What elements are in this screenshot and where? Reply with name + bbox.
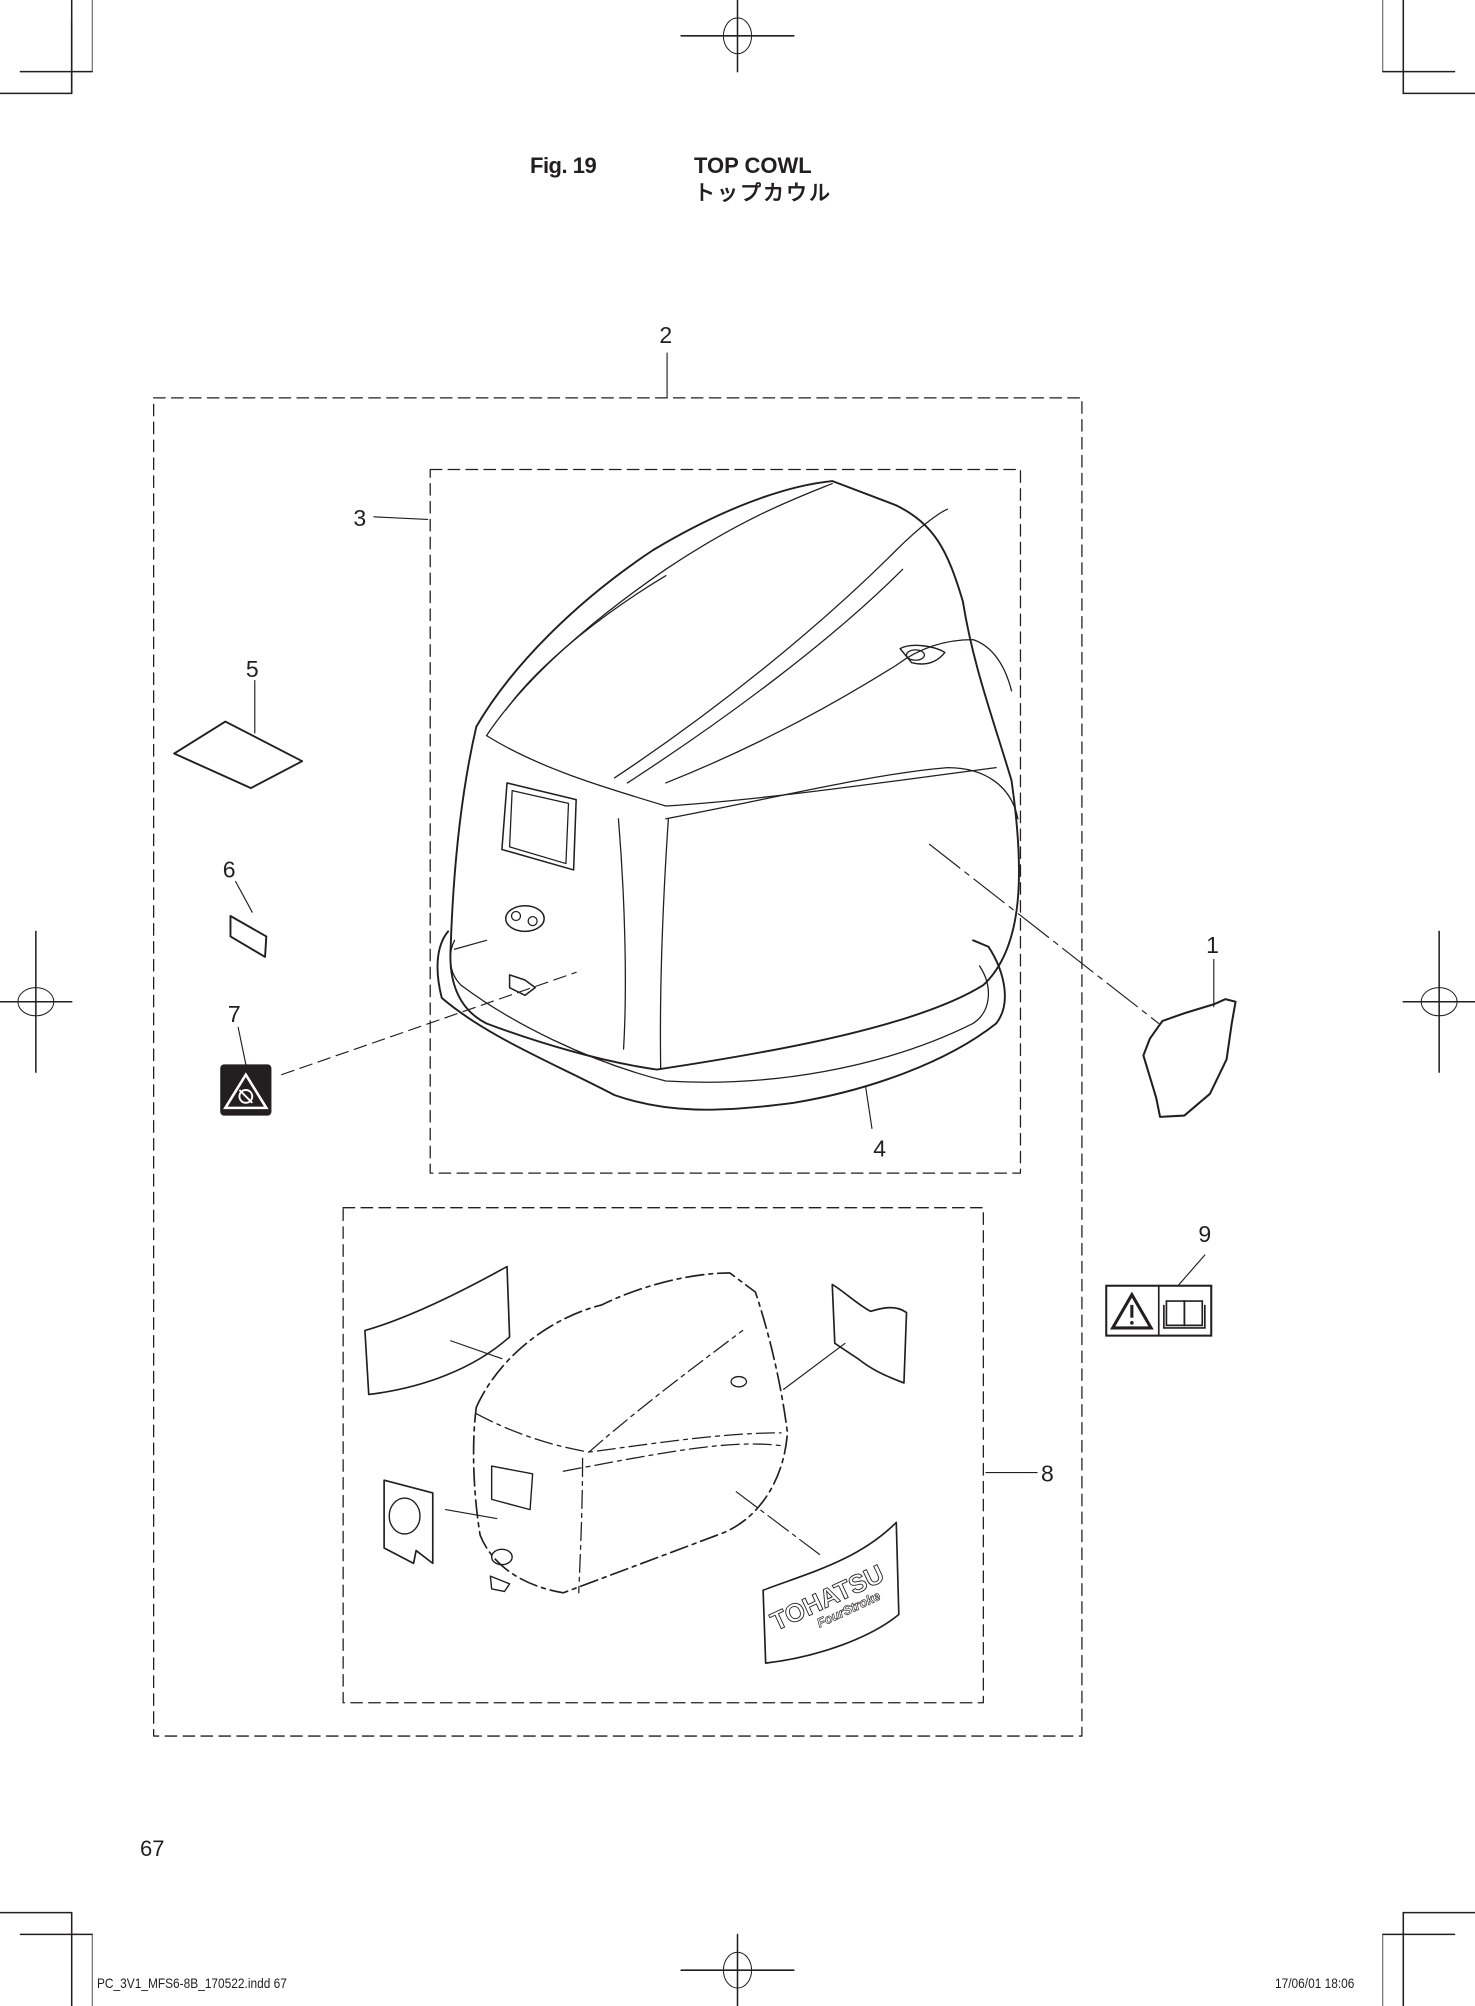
callout-2: 2 bbox=[659, 322, 672, 348]
tohatsu-decal-text: TOHATSU FourStroke bbox=[766, 1560, 889, 1637]
page-number: 67 bbox=[140, 1836, 165, 1861]
part-6-label bbox=[229, 915, 268, 958]
callout-numbers: 2 3 5 6 7 1 4 9 8 bbox=[223, 322, 1219, 1487]
callout-8: 8 bbox=[1041, 1460, 1054, 1486]
warning-triangle-icon bbox=[1109, 1291, 1154, 1330]
callout-1: 1 bbox=[1206, 932, 1219, 958]
part-4-seal bbox=[436, 930, 1006, 1111]
callout-5: 5 bbox=[246, 656, 259, 682]
callout-4: 4 bbox=[873, 1136, 886, 1162]
figure-number: Fig. 19 bbox=[530, 153, 597, 178]
callout-9: 9 bbox=[1198, 1221, 1211, 1247]
callout-6: 6 bbox=[223, 857, 236, 883]
part-7-warning-label bbox=[220, 1064, 272, 1116]
slug-timestamp: 17/06/01 18:06 bbox=[1275, 1975, 1355, 1991]
leader-lines bbox=[235, 352, 1215, 1474]
part-9-caution-label bbox=[1105, 1284, 1213, 1337]
manual-book-icon bbox=[1163, 1300, 1206, 1329]
figure-title: TOP COWL bbox=[694, 153, 812, 178]
decal-set-drawing bbox=[364, 1265, 908, 1664]
slug-filename: PC_3V1_MFS6-8B_170522.indd 67 bbox=[97, 1975, 287, 1991]
part-5-label bbox=[173, 720, 304, 790]
group-box-8 bbox=[342, 1207, 984, 1704]
group-box-3 bbox=[429, 468, 1022, 1174]
figure-title-japanese: トップカウル bbox=[694, 182, 832, 205]
part-1-decal bbox=[1142, 998, 1237, 1118]
callout-7: 7 bbox=[228, 1001, 241, 1027]
callout-3: 3 bbox=[353, 505, 366, 531]
top-cowl-drawing bbox=[449, 480, 1020, 1071]
group-box-2 bbox=[153, 397, 1083, 1737]
